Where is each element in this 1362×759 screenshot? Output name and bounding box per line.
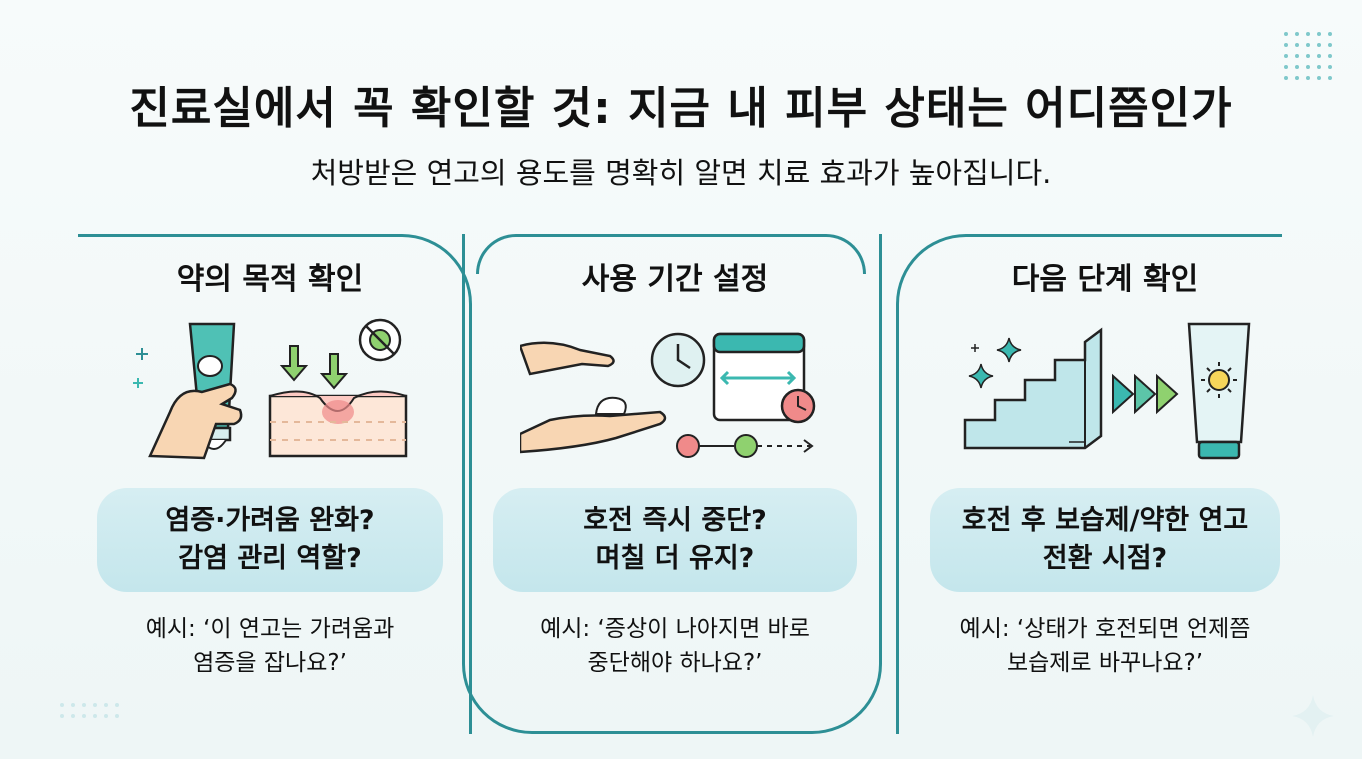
hands-applying-cream-icon <box>520 341 667 454</box>
example-line: 염증을 잡나요?’ <box>193 650 347 676</box>
center-panel-border <box>462 234 882 734</box>
column-heading: 다음 단계 확인 <box>1011 262 1199 297</box>
question-line: 염증·가려움 완화? <box>165 505 375 536</box>
decorative-dots <box>1284 32 1332 80</box>
question-line: 며칠 더 유지? <box>595 543 755 574</box>
page-subtitle: 처방받은 연고의 용도를 명확히 알면 치료 효과가 높아집니다. <box>310 156 1052 190</box>
column-duration: 사용 기간 설정 호전 즉시 중단? 며칠 더 유지? <box>490 250 860 680</box>
sparkle-icon <box>1292 695 1334 737</box>
example-text: 예시: ‘이 연고는 가려움과 염증을 잡나요?’ <box>80 612 460 680</box>
no-bacteria-icon <box>358 318 402 362</box>
clock-icon <box>650 332 706 388</box>
chevron-right-icon <box>1112 373 1179 415</box>
skin-layer-icon <box>268 390 408 458</box>
example-line: 예시: ‘이 연고는 가려움과 <box>145 616 395 642</box>
application-schedule-illustration <box>520 332 816 458</box>
stairs-icon <box>963 327 1103 450</box>
sparkle-icon <box>968 337 1022 389</box>
timeline-icon <box>676 434 814 458</box>
divider-line <box>896 234 1282 734</box>
column-heading: 약의 목적 확인 <box>176 262 364 297</box>
example-line: 중단해야 하나요?’ <box>587 650 763 676</box>
page-title: 진료실에서 꼭 확인할 것: 지금 내 피부 상태는 어디쯤인가 <box>129 83 1233 134</box>
sparkle-icon <box>133 348 148 388</box>
column-heading: 사용 기간 설정 <box>581 262 769 297</box>
moisturizer-tube-icon <box>1187 322 1251 460</box>
hand-icon <box>148 355 243 460</box>
question-bubble: 호전 즉시 중단? 며칠 더 유지? <box>493 488 857 592</box>
example-text: 예시: ‘증상이 나아지면 바로 중단해야 하나요?’ <box>490 612 860 680</box>
question-line: 호전 즉시 중단? <box>583 505 767 536</box>
calendar-icon <box>712 332 816 424</box>
question-line: 호전 후 보습제/약한 연고 <box>961 505 1249 536</box>
next-step-illustration <box>963 322 1251 460</box>
example-text: 예시: ‘상태가 호전되면 언제쯤 보습제로 바꾸나요?’ <box>910 612 1300 680</box>
divider-line <box>78 234 472 734</box>
question-bubble: 호전 후 보습제/약한 연고 전환 시점? <box>930 488 1280 592</box>
example-line: 보습제로 바꾸나요?’ <box>1006 650 1204 676</box>
question-bubble: 염증·가려움 완화? 감염 관리 역할? <box>97 488 443 592</box>
question-line: 감염 관리 역할? <box>178 543 362 574</box>
ointment-skin-illustration <box>133 318 408 460</box>
column-purpose: 약의 목적 확인 염증·가려움 <box>80 250 460 680</box>
column-next-step: 다음 단계 확인 호전 후 보습제/약한 연고 전환 시점? 예시: ‘상태가 … <box>910 250 1300 680</box>
down-arrow-icon <box>279 345 349 390</box>
example-line: 예시: ‘증상이 나아지면 바로 <box>540 616 810 642</box>
question-line: 전환 시점? <box>1042 543 1168 574</box>
example-line: 예시: ‘상태가 호전되면 언제쯤 <box>959 616 1251 642</box>
